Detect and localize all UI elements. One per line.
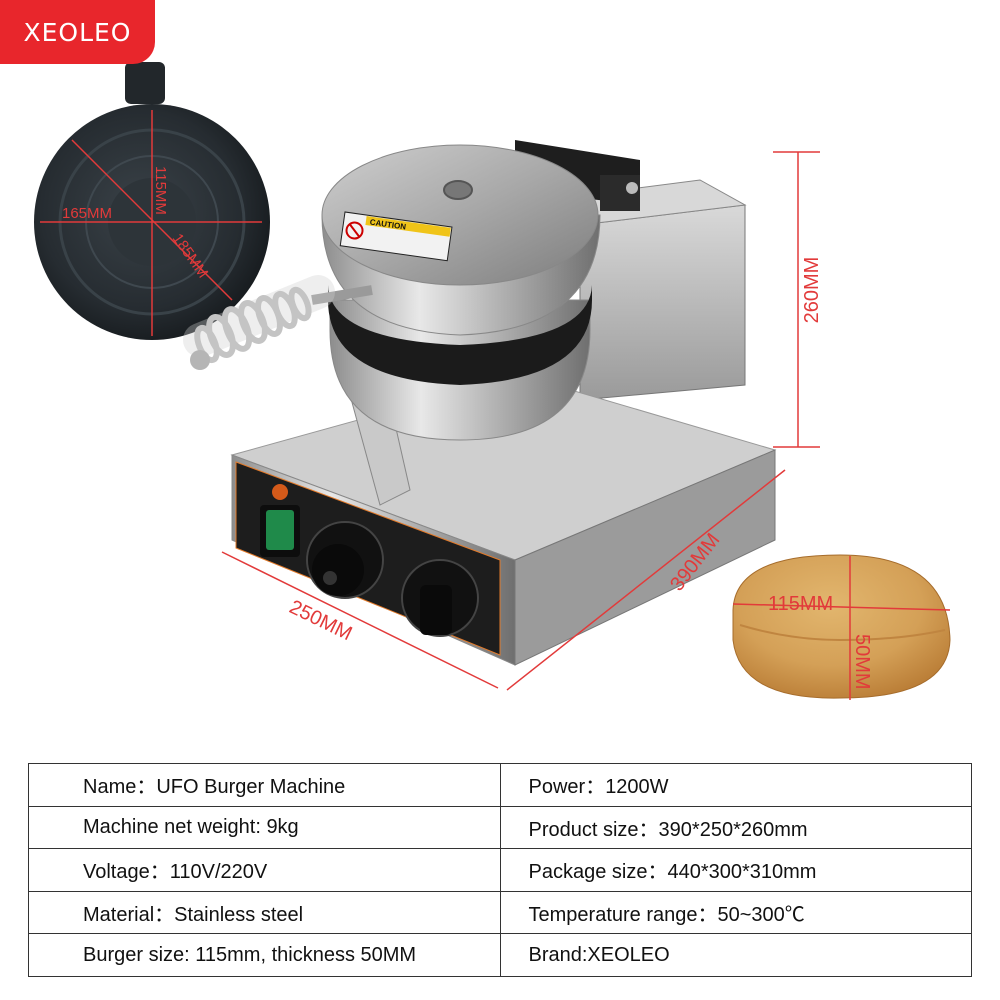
power-switch (266, 510, 294, 550)
brand-logo: XEOLEO (0, 0, 155, 64)
power-indicator-light (272, 484, 288, 500)
spec-burger-size: Burger size: 115mm, thickness 50MM (28, 933, 501, 977)
spring-handle (183, 275, 373, 370)
burger-machine: CAUTION (183, 140, 777, 666)
cooking-plate: 165MM 115MM 185MM (34, 62, 270, 340)
spec-name: Name：UFO Burger Machine (28, 763, 501, 807)
depth-dimension-line (506, 469, 786, 691)
plate-height-label: 115MM (152, 166, 169, 215)
bun-thickness-label: 50MM (851, 634, 873, 690)
temperature-knob (420, 585, 452, 635)
plate-width-label: 165MM (62, 205, 112, 222)
height-label: 260MM (801, 257, 823, 324)
width-label: 250MM (286, 596, 356, 645)
width-dimension-line (221, 551, 499, 689)
spec-power: Power：1200W (499, 763, 972, 807)
timer-knob (312, 544, 364, 596)
product-illustration: 165MM 115MM 185MM (34, 62, 951, 700)
spec-row: Voltage：110V/220V Package size：440*300*3… (28, 848, 972, 892)
spec-row: Material：Stainless steel Temperature ran… (28, 890, 972, 935)
spec-net-weight: Machine net weight: 9kg (28, 805, 501, 850)
burger-bun: 115MM 50MM (732, 554, 951, 700)
spec-temperature-range: Temperature range：50~300℃ (499, 890, 972, 935)
spec-row: Machine net weight: 9kg Product size：390… (28, 805, 972, 850)
spec-row: Burger size: 115mm, thickness 50MM Brand… (28, 933, 972, 977)
spec-product-size: Product size：390*250*260mm (499, 805, 972, 850)
bun-diameter-line (732, 603, 951, 611)
brand-logo-text: XEOLEO (23, 17, 132, 47)
bun-diameter-label: 115MM (768, 593, 833, 615)
spec-material: Material：Stainless steel (28, 890, 501, 935)
spec-brand: Brand:XEOLEO (499, 933, 972, 977)
spec-voltage: Voltage：110V/220V (28, 848, 501, 892)
specifications-table: Name：UFO Burger Machine Power：1200W Mach… (28, 763, 972, 977)
caution-label: CAUTION (339, 211, 453, 262)
spec-row: Name：UFO Burger Machine Power：1200W (28, 763, 972, 807)
plate-diagonal-line (71, 139, 233, 301)
spec-package-size: Package size：440*300*310mm (499, 848, 972, 892)
